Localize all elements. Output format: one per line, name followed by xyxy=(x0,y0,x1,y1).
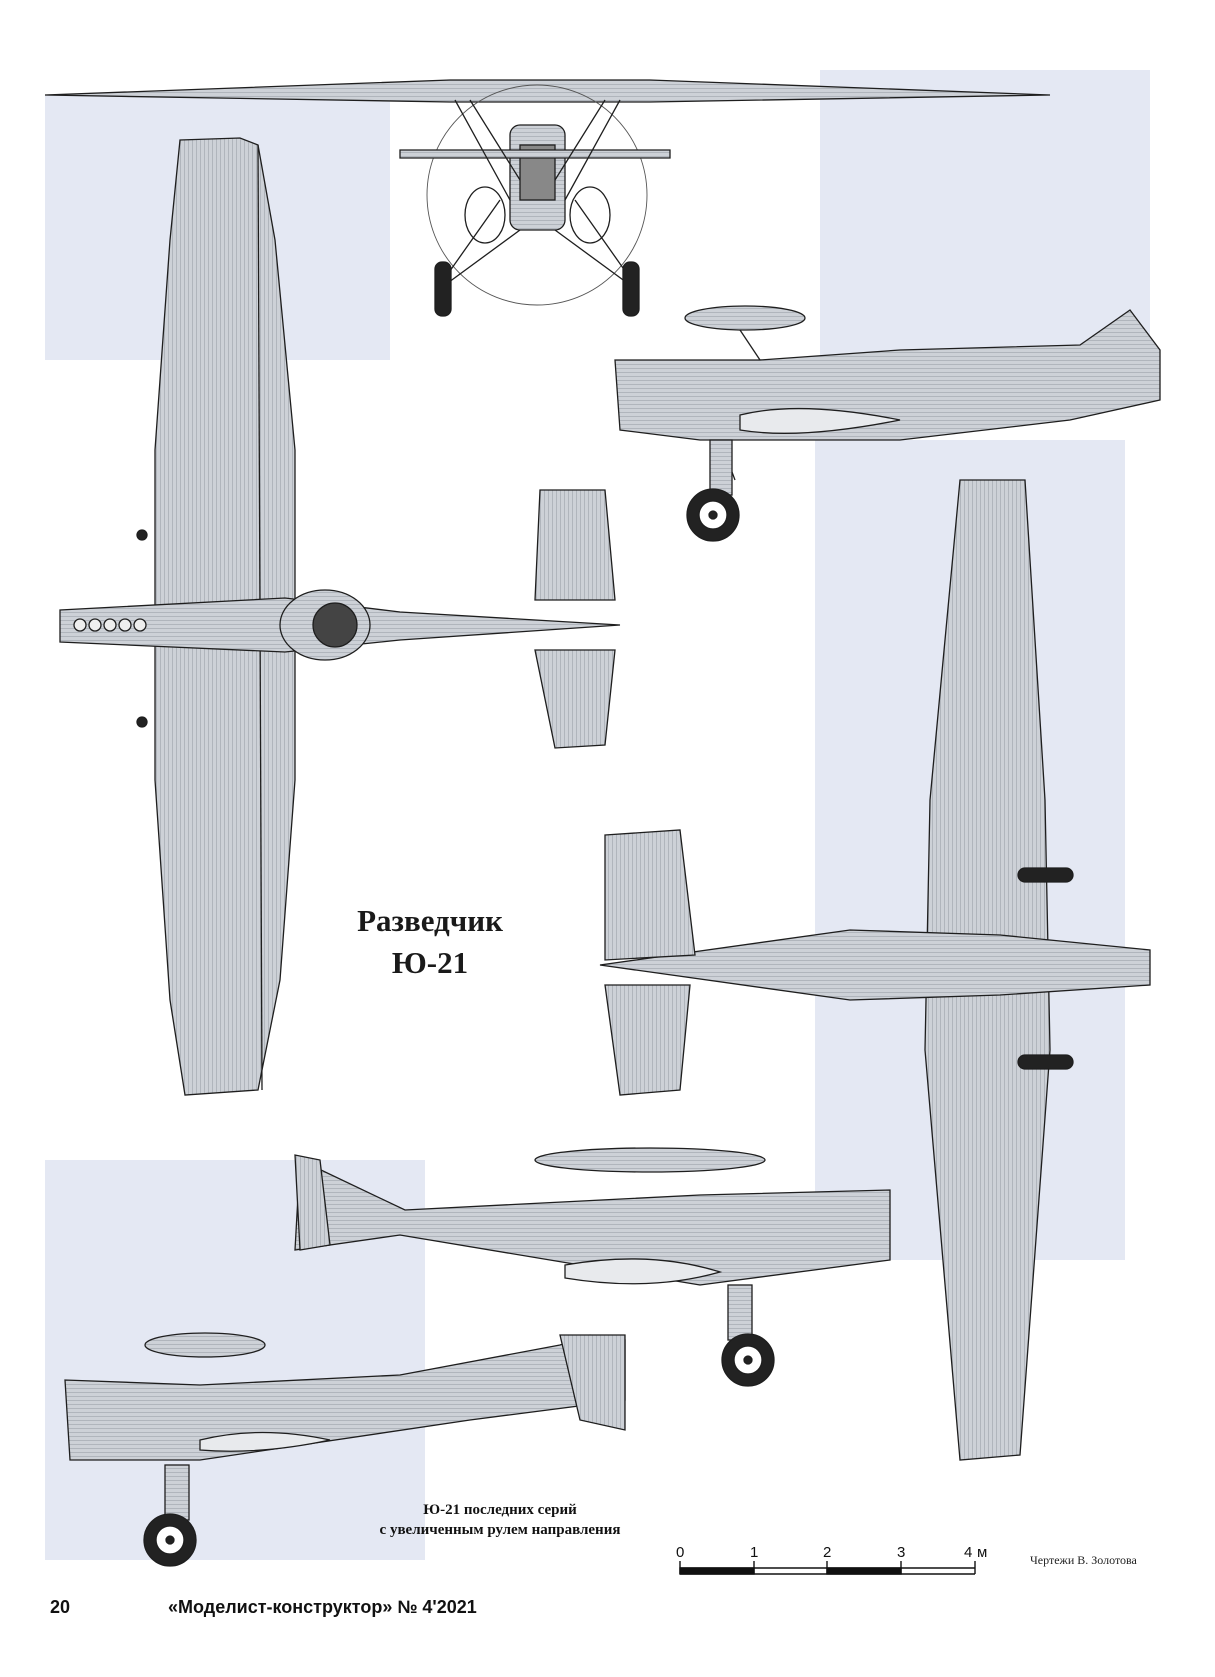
scale-unit: м xyxy=(977,1544,987,1561)
drawing-title-line2: Ю-21 xyxy=(391,945,469,980)
page-number: 20 xyxy=(50,1597,71,1617)
magazine-name: «Моделист-конструктор» № 4'2021 xyxy=(168,1597,477,1617)
scale-tick-4: 4 xyxy=(964,1544,972,1561)
scale-tick-2: 2 xyxy=(823,1544,831,1561)
drawing-credit: Чертежи В. Золотова xyxy=(1030,1553,1137,1567)
scale-tick-0: 0 xyxy=(676,1544,684,1561)
bottom-view xyxy=(599,479,1151,1461)
side-view-top-right xyxy=(614,305,1161,542)
front-view xyxy=(44,79,1051,317)
side-view-middle xyxy=(294,1147,891,1387)
figure-caption: Ю-21 последних серий с увеличенным рулем… xyxy=(350,1500,650,1540)
figure-caption-line1: Ю-21 последних серий xyxy=(423,1502,577,1518)
top-view xyxy=(59,137,621,1096)
scale-tick-3: 3 xyxy=(897,1544,905,1561)
drawing-title: Разведчик Ю-21 xyxy=(330,900,530,984)
drawing-title-line1: Разведчик xyxy=(357,903,503,938)
scale-bar xyxy=(679,1561,976,1575)
side-view-bottom-left xyxy=(64,1332,626,1567)
figure-caption-line2: с увеличенным рулем направления xyxy=(379,1522,621,1538)
scale-tick-1: 1 xyxy=(750,1544,758,1561)
